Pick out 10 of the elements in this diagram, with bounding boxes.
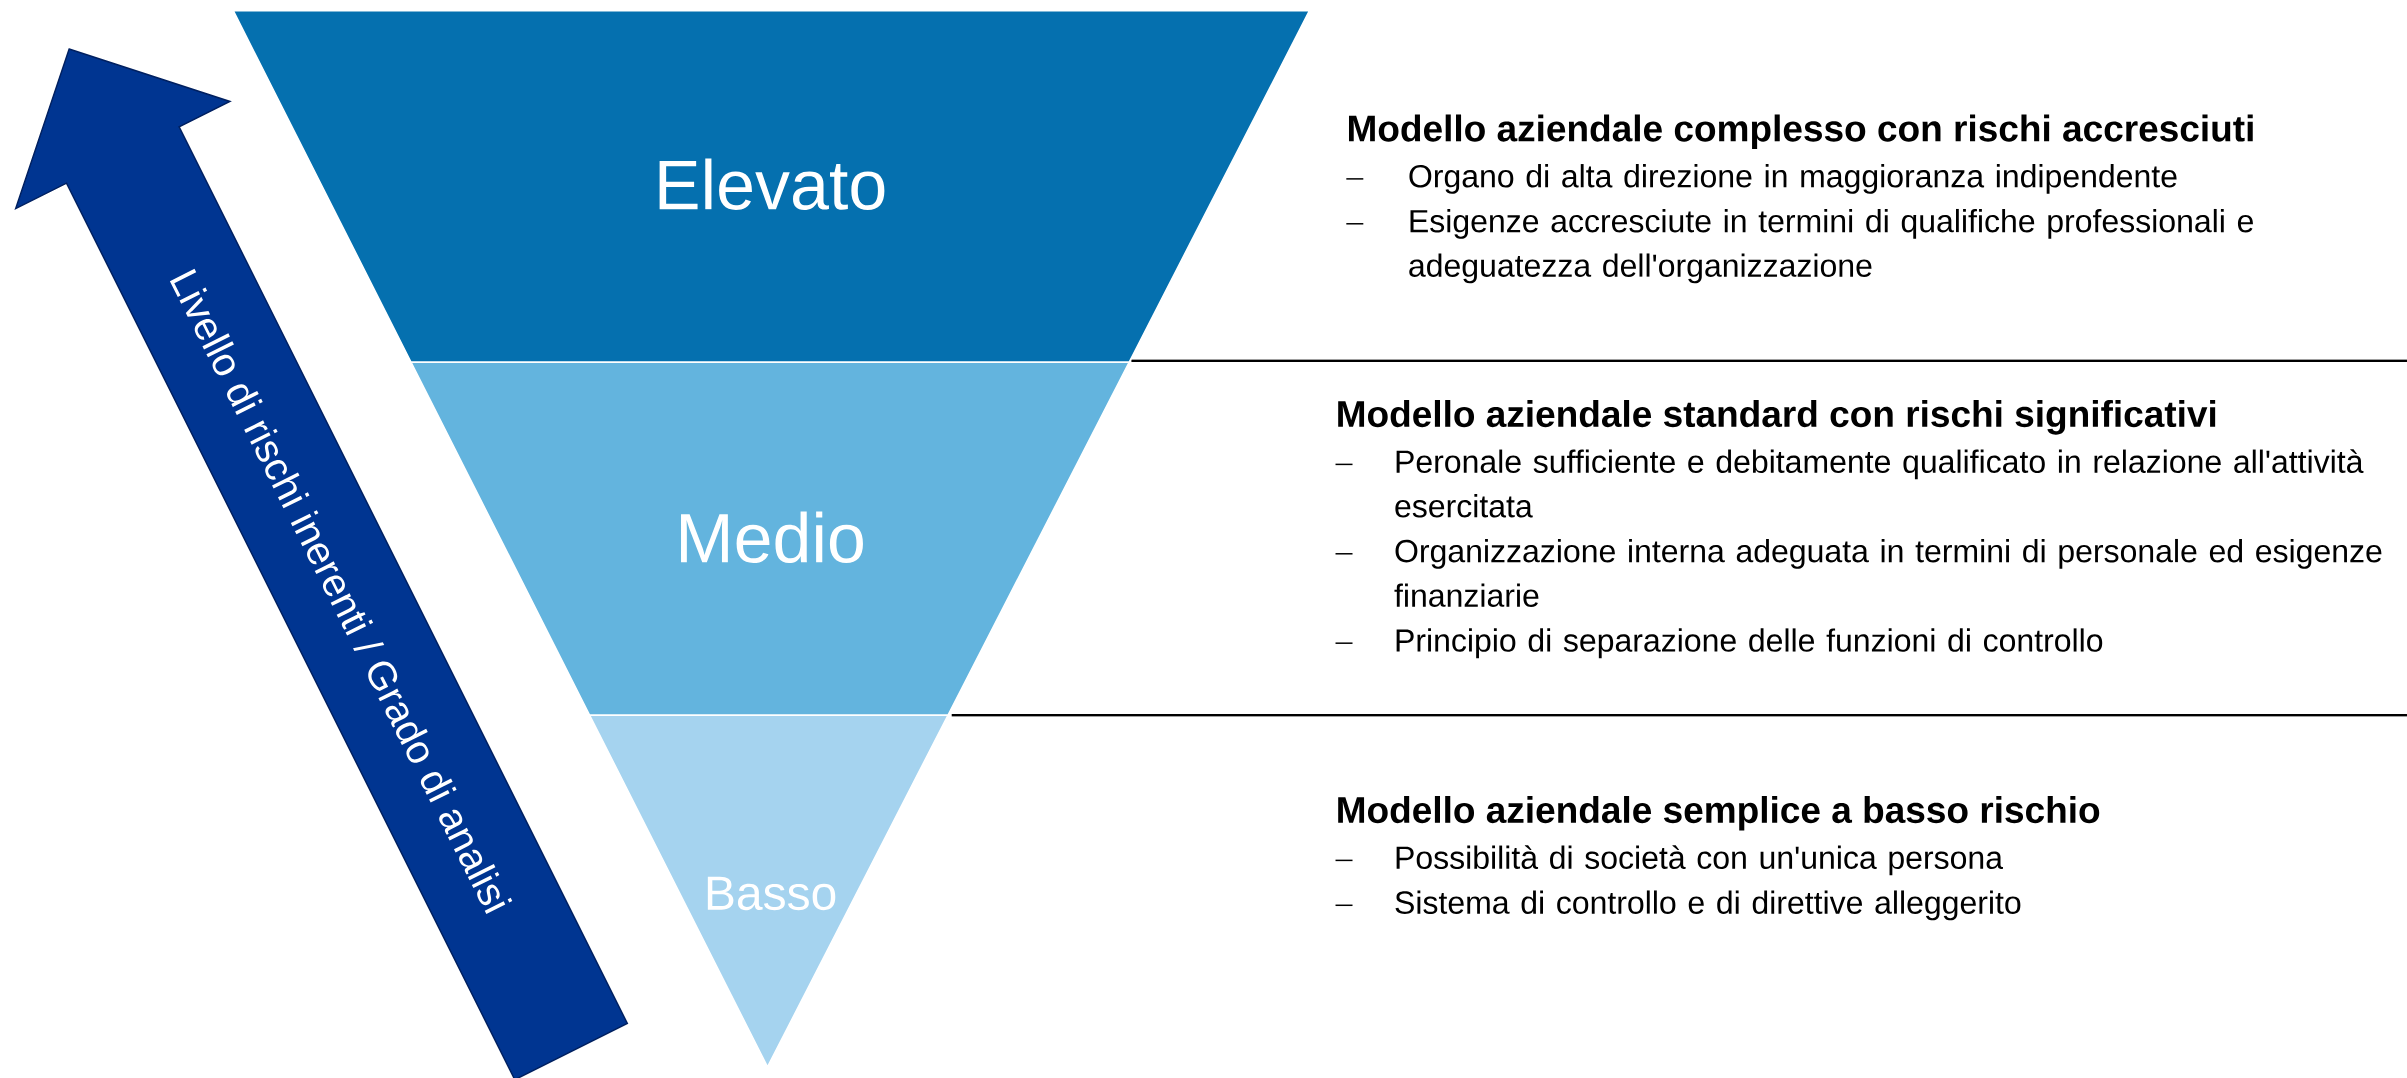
bullet-text: Organizzazione interna adeguata in termini di personale ed esigenze finanziarie <box>1394 538 2382 607</box>
bullet-text: Peronale sufficiente e debitamente qualificato in relazione all'attività esercitata <box>1395 449 2364 518</box>
heading: Modello aziendale complesso con rischi accresciuti <box>1349 114 2253 149</box>
bullet-text: Esigenze accresciute in termini di qualifiche professionali e adeguatezza dell'organizzazione <box>1409 208 2253 284</box>
heading: Modello aziendale semplice a basso rischio <box>1338 796 2100 831</box>
bullet-text: Organo di alta direzione in maggioranza indipendente <box>1409 164 2177 194</box>
bullet-text: Principio di separazione delle funzioni di controllo <box>1396 628 2103 659</box>
bullet-text: Possibilità di società con un'unica persona <box>1396 845 2003 876</box>
bullet-text: Sistema di controllo e di direttive alleggerito <box>1395 890 2021 921</box>
heading: Modello aziendale standard con rischi significativi <box>1338 400 2216 435</box>
